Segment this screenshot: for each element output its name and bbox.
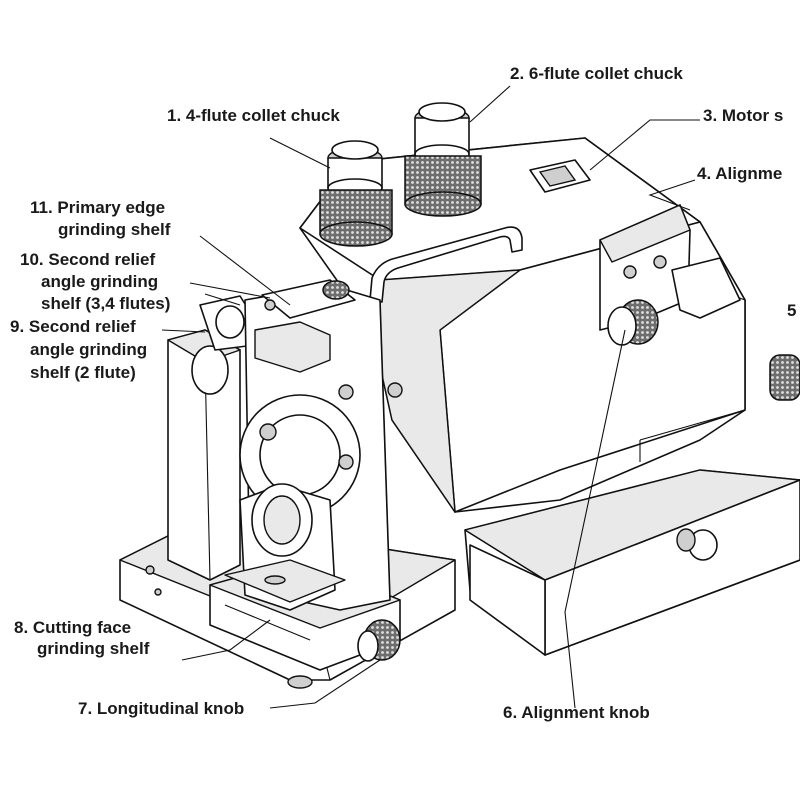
label-4: 4. Alignme [697,164,782,183]
label-10-line1: 10. Second relief [20,250,155,269]
alignment-knob [607,299,659,346]
leader-lines [161,85,700,709]
callout-labels: 1. 4-flute collet chuck 2. 6-flute colle… [10,64,796,722]
primary-edge-shelf [261,279,356,319]
label-10-line3: shelf (3,4 flutes) [41,294,170,313]
motor-switch [529,159,591,193]
label-3: 3. Motor s [703,106,783,125]
label-2: 2. 6-flute collet chuck [510,64,683,83]
second-relief-shelf-2-flute [167,329,241,581]
label-8-line1: 8. Cutting face [14,618,131,637]
label-1: 1. 4-flute collet chuck [167,106,340,125]
label-8-line2: grinding shelf [37,639,150,658]
collet-chuck-6-flute [404,102,482,217]
collet-chuck-4-flute [319,140,393,247]
label-10-line2: angle grinding [41,272,158,291]
longitudinal-knob [357,619,401,662]
drawer-knob [676,528,718,561]
label-5: 5 [787,301,796,320]
drawer [464,409,800,656]
cutting-face-shelf [224,483,346,611]
label-6: 6. Alignment knob [503,703,650,722]
label-9-line1: 9. Second relief [10,317,136,336]
alignment-bracket [599,204,741,331]
spare-collet [769,354,800,401]
label-7: 7. Longitudinal knob [78,699,244,718]
label-9-line2: angle grinding [30,340,147,359]
label-11-line2: grinding shelf [58,220,171,239]
label-11-line1: 11. Primary edge [30,198,165,217]
carry-handle [369,226,523,303]
second-relief-shelf-3-4-flutes [199,295,256,351]
label-9-line3: shelf (2 flute) [30,363,136,382]
